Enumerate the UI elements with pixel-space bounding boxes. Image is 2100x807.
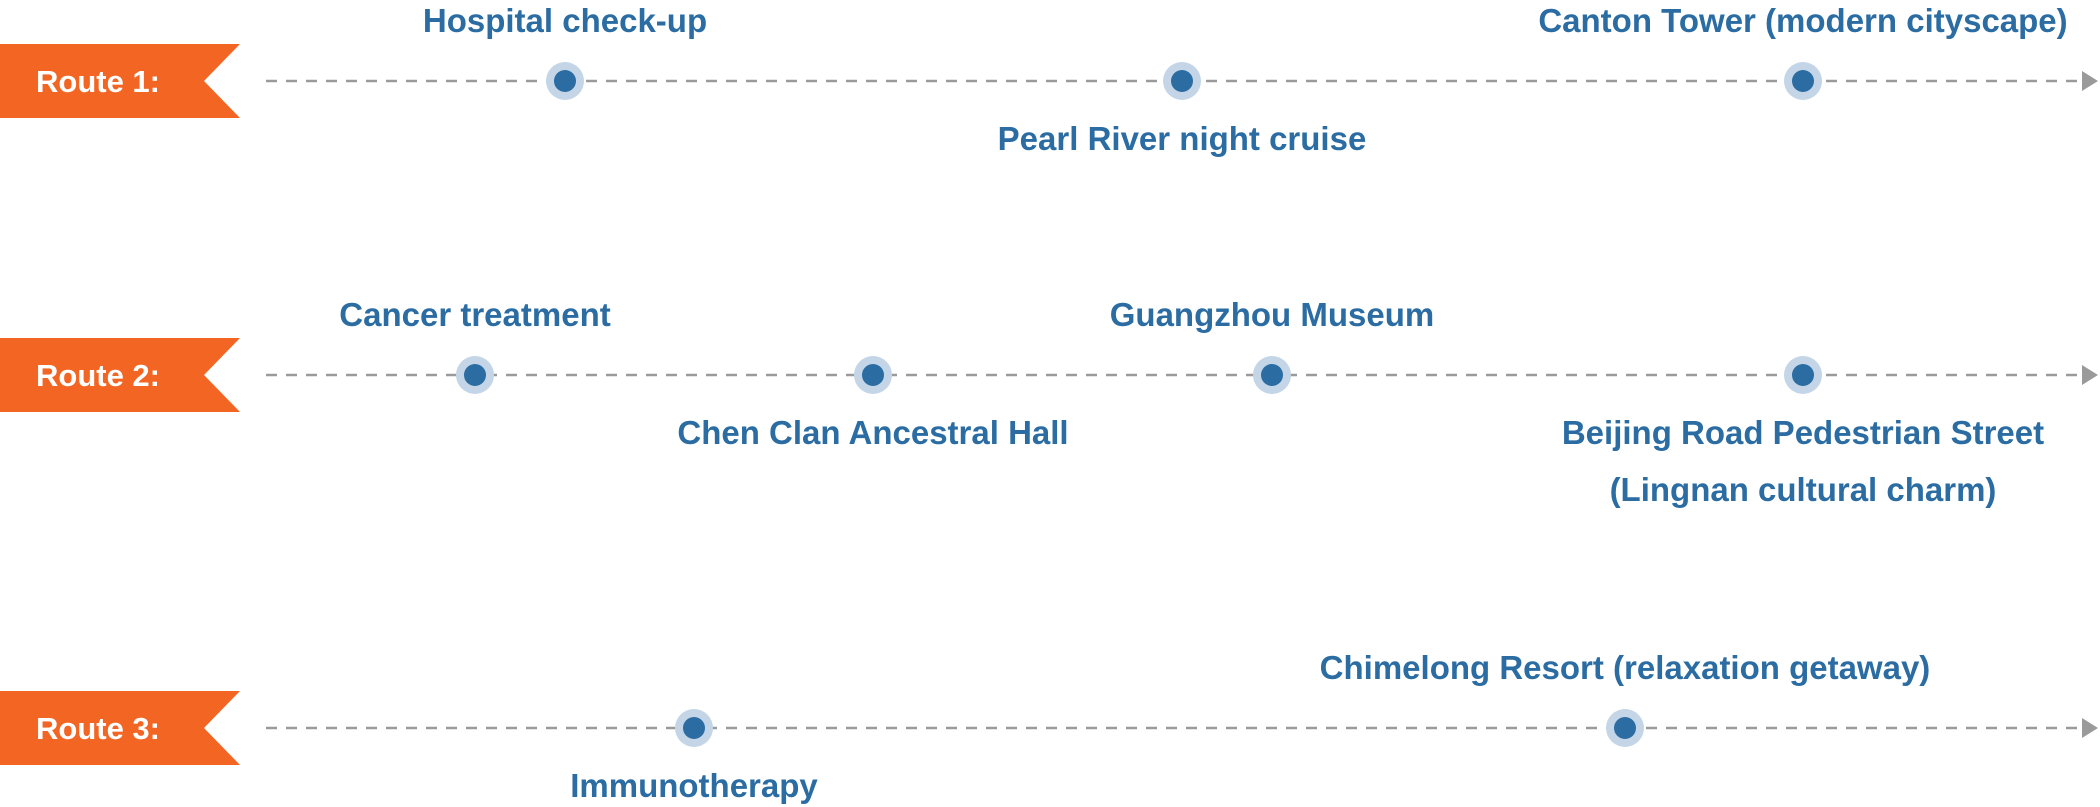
stop-label: Cancer treatment: [339, 296, 610, 333]
stop-dot-icon: [554, 70, 576, 92]
route-tag-ribbon: [0, 44, 240, 118]
stop-label: Pearl River night cruise: [998, 120, 1367, 157]
stop-label: Immunotherapy: [570, 767, 818, 804]
stop-label: Hospital check-up: [423, 2, 707, 39]
stop-dot-icon: [1614, 717, 1636, 739]
stop-dot-icon: [1261, 364, 1283, 386]
route-label: Route 2:: [36, 358, 160, 393]
route-stop: Beijing Road Pedestrian Street (Lingnan c…: [1562, 356, 2044, 508]
route-stop: Hospital check-up: [423, 2, 707, 100]
route-stop: Cancer treatment: [339, 296, 611, 394]
route-stop: Chen Clan Ancestral Hall: [677, 356, 1069, 451]
stop-dot-icon: [1171, 70, 1193, 92]
stop-dot-icon: [683, 717, 705, 739]
stop-label: Chen Clan Ancestral Hall: [677, 414, 1068, 451]
arrowhead-icon: [2082, 718, 2098, 738]
route-label: Route 3:: [36, 711, 160, 746]
route-tag-ribbon: [0, 338, 240, 412]
stop-dot-icon: [862, 364, 884, 386]
route-tag-ribbon: [0, 691, 240, 765]
route-row-3: Route 3: Immunotherapy Chimelong Resort (r…: [0, 649, 2098, 804]
route-stop: Immunotherapy: [570, 709, 818, 804]
route-label: Route 1:: [36, 64, 160, 99]
arrowhead-icon: [2082, 71, 2098, 91]
route-stop: Chimelong Resort (relaxation getaway): [1320, 649, 1931, 747]
stop-dot-icon: [1792, 364, 1814, 386]
route-stop: Guangzhou Museum: [1110, 296, 1435, 394]
route-stop: Pearl River night cruise: [998, 62, 1367, 157]
stop-dot-icon: [464, 364, 486, 386]
stop-label: (Lingnan cultural charm): [1610, 471, 1997, 508]
stop-label: Chimelong Resort (relaxation getaway): [1320, 649, 1931, 686]
stop-label: Beijing Road Pedestrian Street: [1562, 414, 2044, 451]
stop-dot-icon: [1792, 70, 1814, 92]
arrowhead-icon: [2082, 365, 2098, 385]
stop-label: Canton Tower (modern cityscape): [1538, 2, 2067, 39]
route-stop: Canton Tower (modern cityscape): [1538, 2, 2068, 100]
stop-label: Guangzhou Museum: [1110, 296, 1435, 333]
